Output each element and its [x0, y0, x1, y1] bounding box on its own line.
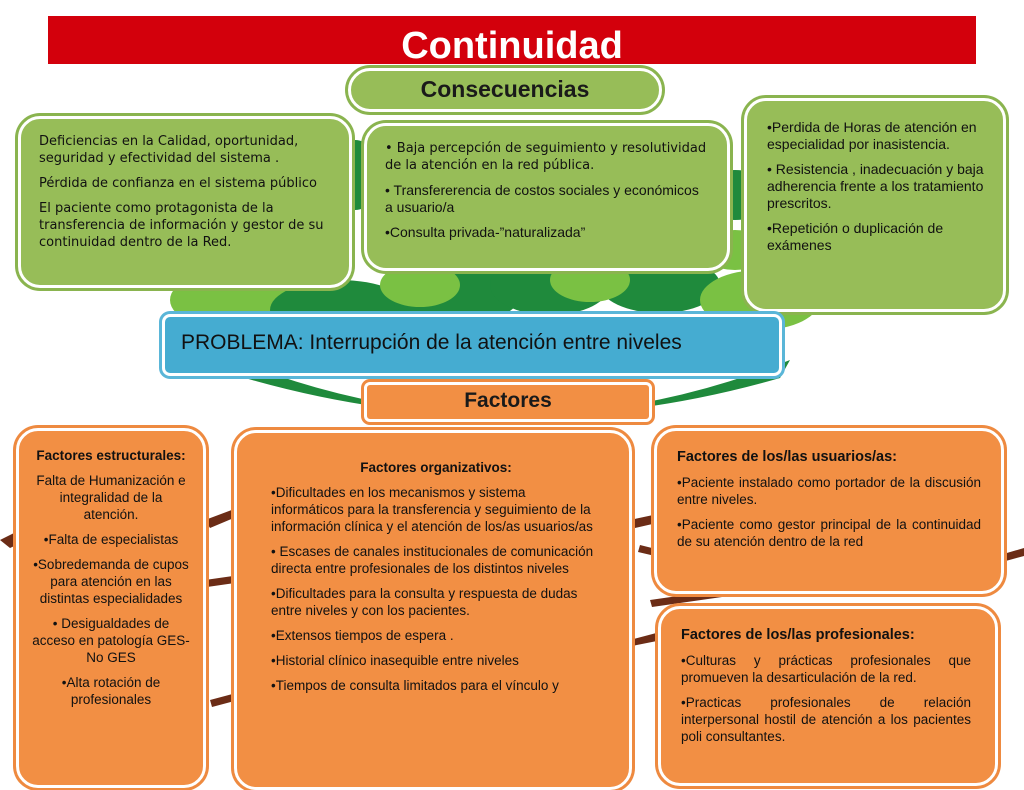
consecuencias-box-right: •Perdida de Horas de atención en especia… — [744, 98, 1006, 312]
factor-item: •Sobredemanda de cupos para atención en … — [33, 557, 189, 606]
factor-item: •Dificultades para la consulta y respues… — [271, 586, 578, 618]
problema-bar: PROBLEMA: Interrupción de la atención en… — [162, 314, 782, 376]
factor-item: •Culturas y prácticas profesionales que … — [681, 653, 971, 685]
factores-profesionales-box: Factores de los/las profesionales: •Cult… — [658, 606, 998, 786]
consecuencias-header: Consecuencias — [348, 68, 662, 112]
factor-item: •Falta de especialistas — [43, 532, 179, 547]
consecuencias-box-middle: • Baja percepción de seguimiento y resol… — [364, 123, 730, 271]
factor-item: Falta de Humanización e integralidad de … — [36, 473, 186, 522]
problema-label: PROBLEMA: Interrupción de la atención en… — [181, 331, 682, 354]
factor-item: • Escases de canales institucionales de … — [271, 544, 594, 576]
factor-item: •Alta rotación de profesionales — [61, 675, 161, 707]
consecuencias-box-left: Deficiencias en la Calidad, oportunidad,… — [18, 116, 352, 288]
factores-header-label: Factores — [464, 389, 552, 412]
consecuencia-item: Deficiencias en la Calidad, oportunidad,… — [39, 134, 299, 166]
factor-item: •Tiempos de consulta limitados para el v… — [271, 678, 559, 693]
factores-profesionales-heading: Factores de los/las profesionales: — [681, 627, 915, 643]
consecuencias-header-label: Consecuencias — [420, 76, 590, 102]
consecuencia-item: • Resistencia , inadecuación y baja adhe… — [767, 161, 984, 211]
factor-item: •Practicas profesionales de relación int… — [681, 695, 971, 744]
factores-header: Factores — [364, 382, 652, 422]
consecuencia-item: •Repetición o duplicación de exámenes — [767, 220, 944, 253]
factor-item: •Paciente como gestor principal de la co… — [677, 517, 981, 549]
consecuencia-item: • Baja percepción de seguimiento y resol… — [385, 141, 707, 173]
consecuencia-item: • Transfererencia de costos sociales y e… — [385, 182, 699, 215]
consecuencia-item: Pérdida de confianza en el sistema públi… — [39, 176, 317, 191]
consecuencia-item: •Perdida de Horas de atención en especia… — [767, 119, 977, 152]
factor-item: •Paciente instalado como portador de la … — [677, 475, 981, 507]
factor-item: •Extensos tiempos de espera . — [271, 628, 454, 643]
factor-item: •Historial clínico inasequible entre niv… — [271, 653, 519, 668]
factores-organizativos-box: Factores organizativos: •Dificultades en… — [234, 430, 632, 790]
factor-item: •Dificultades en los mecanismos y sistem… — [271, 485, 593, 534]
factor-item: • Desigualdades de acceso en patología G… — [32, 616, 190, 665]
factores-organizativos-heading: Factores organizativos: — [360, 460, 512, 475]
slide-title: Continuidad — [48, 16, 976, 64]
consecuencia-item: El paciente como protagonista de la tran… — [39, 201, 324, 250]
consecuencia-item: •Consulta privada-”naturalizada” — [385, 224, 586, 240]
factores-estructurales-heading: Factores estructurales: — [36, 448, 186, 463]
factores-usuarios-box: Factores de los/las usuarios/as: •Pacien… — [654, 428, 1004, 594]
factores-estructurales-box: Factores estructurales: Falta de Humaniz… — [16, 428, 206, 788]
factores-usuarios-heading: Factores de los/las usuarios/as: — [677, 449, 898, 465]
